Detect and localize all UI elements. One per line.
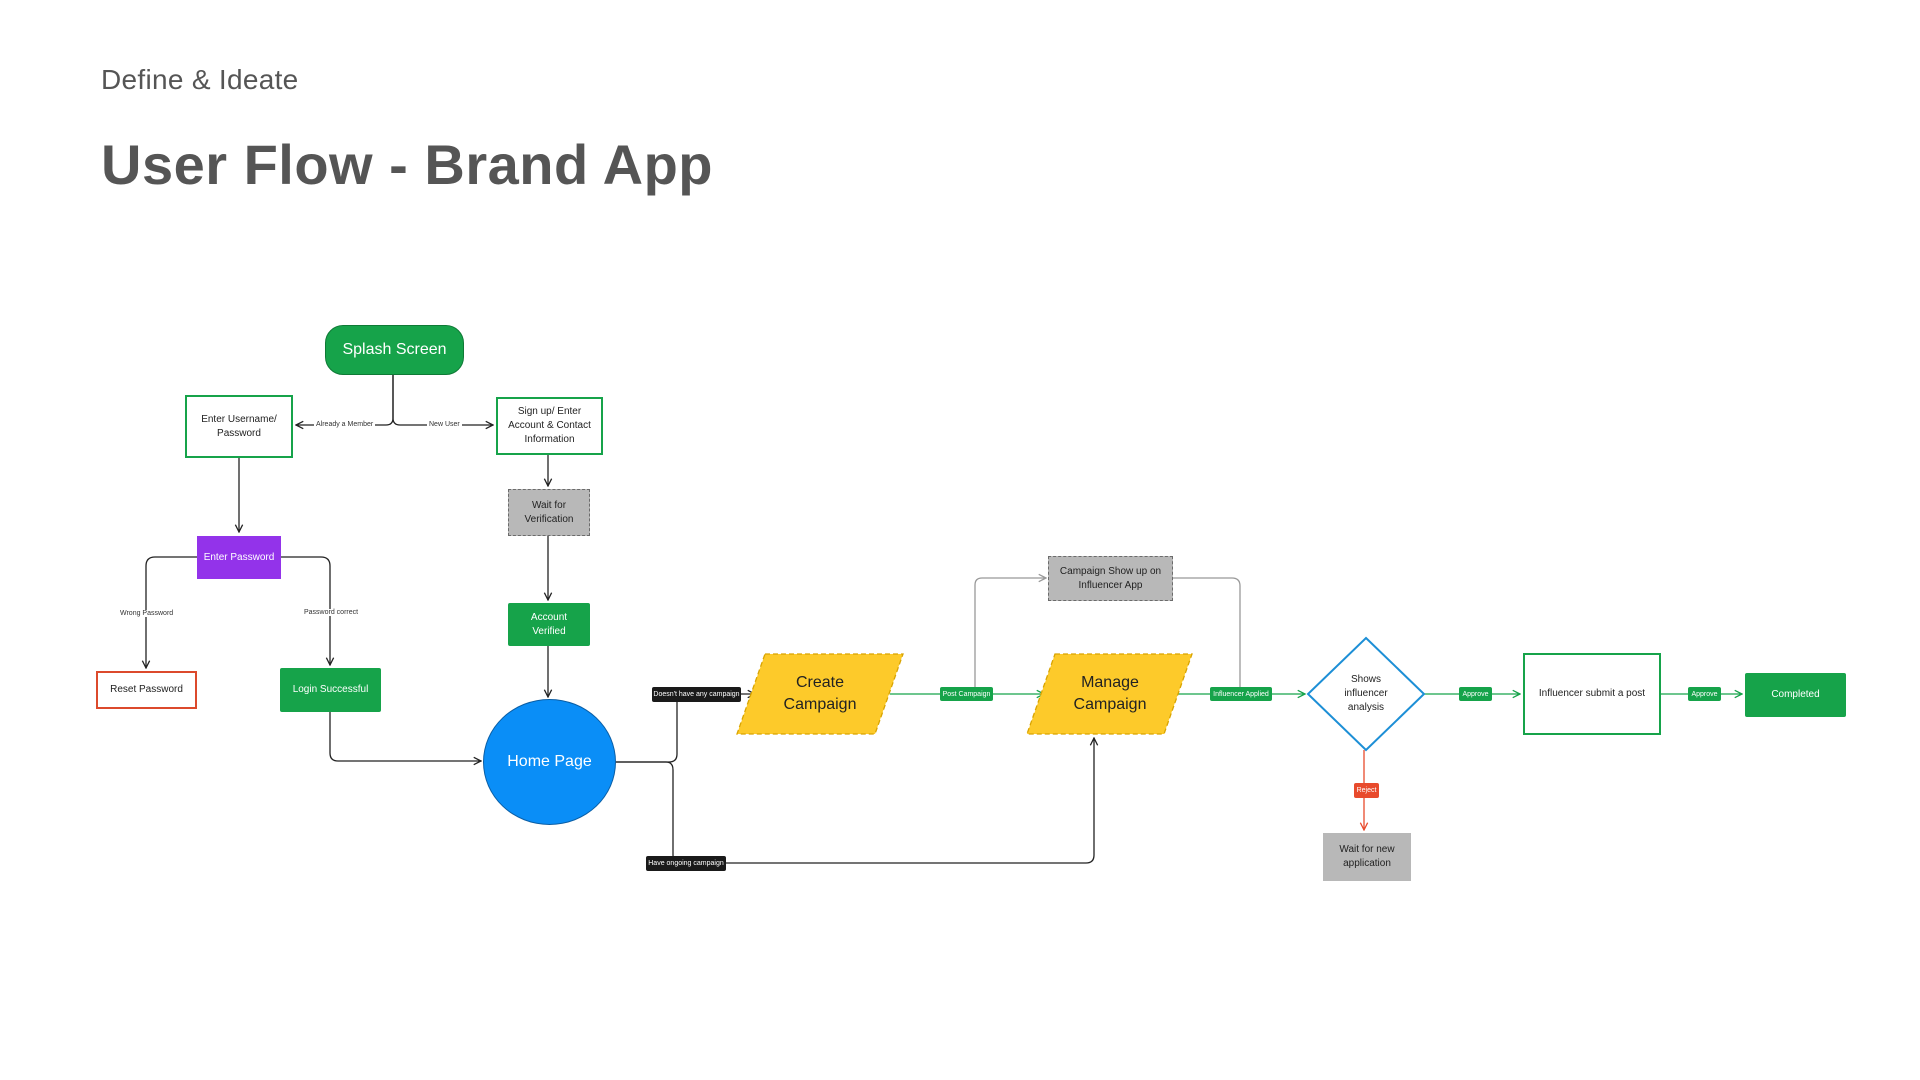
tag-approve-1: Approve [1459, 687, 1492, 701]
edge-label-new-user: New User [427, 421, 462, 428]
manage-campaign-shape [1026, 653, 1193, 735]
create-campaign-shape [736, 653, 904, 735]
tag-no-campaign: Doesn't have any campaign [652, 687, 741, 702]
login-successful-node: Login Successful [280, 668, 381, 712]
enter-username-node: Enter Username/ Password [185, 395, 293, 458]
connector-home-to-create [616, 694, 755, 763]
page-title: User Flow - Brand App [101, 133, 714, 196]
edge-label-password-correct: Password correct [302, 609, 361, 616]
connector-login-to-home [329, 712, 481, 761]
edge-label-already-member: Already a Member [314, 421, 376, 428]
tag-influencer-applied: Influencer Applied [1210, 687, 1272, 701]
edge-label-wrong-password: Wrong Password [118, 610, 176, 617]
campaign-show-up-node: Campaign Show up on Influencer App [1048, 556, 1173, 601]
create-campaign-label: Create Campaign [783, 673, 857, 713]
completed-node: Completed [1745, 673, 1846, 717]
connector-to-showup [974, 578, 1046, 694]
influencer-submit-post-node: Influencer submit a post [1523, 653, 1661, 735]
wait-for-new-application-node: Wait for new application [1323, 833, 1411, 881]
connector-home-to-manage [616, 738, 1094, 864]
page-subtitle: Define & Ideate [101, 64, 299, 95]
reset-password-node: Reset Password [96, 671, 197, 709]
connector-password-wrong [146, 556, 197, 668]
connector-splash-to-signup [392, 375, 493, 425]
tag-post-campaign: Post Campaign [940, 687, 993, 701]
tag-approve-2: Approve [1688, 687, 1721, 701]
account-verified-node: Account Verified [508, 603, 590, 646]
tag-reject: Reject [1354, 783, 1379, 798]
shows-influencer-analysis-shape [1306, 636, 1426, 752]
connector-password-correct [281, 556, 330, 665]
tag-ongoing-campaign: Have ongoing campaign [646, 856, 726, 871]
enter-password-node: Enter Password [197, 536, 281, 579]
connector-showup-return [1173, 577, 1241, 694]
wait-for-verification-node: Wait for Verification [508, 489, 590, 536]
sign-up-node: Sign up/ Enter Account & Contact Informa… [496, 397, 603, 455]
splash-screen-node: Splash Screen [325, 325, 464, 375]
connector-splash-to-login [296, 375, 394, 425]
manage-campaign-label: Manage Campaign [1073, 673, 1147, 713]
shows-influencer-analysis-label: Shows influencer analysis [1344, 674, 1388, 713]
home-page-node: Home Page [483, 699, 616, 825]
